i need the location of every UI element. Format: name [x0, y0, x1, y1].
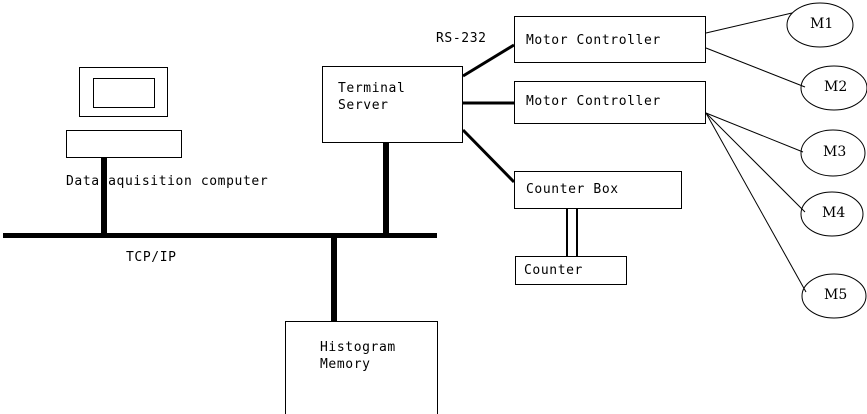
motor-m2-label: M2: [824, 79, 848, 95]
motor-m2-ellipse: [800, 65, 867, 111]
motor-ellipses: [786, 2, 867, 319]
tcpip-bus-label: TCP/IP: [126, 250, 177, 265]
motor-m5-ellipse: [801, 273, 867, 319]
workstation-drop-line: [101, 158, 107, 238]
motor-m1-ellipse: [786, 2, 854, 48]
link-mc2-to-m3: [705, 112, 804, 153]
link-terminal-to-mc1: [462, 43, 515, 78]
motor-m1-label: M1: [810, 16, 834, 32]
motor-m4-label: M4: [822, 205, 846, 221]
counter-box-label: Counter Box: [526, 182, 619, 197]
link-mc2-to-m5: [705, 112, 807, 293]
workstation-monitor-outline: [79, 67, 168, 117]
counter-box: [515, 256, 627, 285]
tcpip-bus-line: [3, 233, 437, 238]
link-lines: [461, 12, 807, 293]
terminal-server-drop-line: [383, 143, 389, 238]
motor-m3-ellipse: [800, 129, 866, 177]
terminal-server-label: Terminal Server: [338, 81, 406, 113]
link-mc1-to-m1: [705, 12, 793, 34]
motor-m5-label: M5: [824, 287, 848, 303]
motor-controller-2-label: Motor Controller: [526, 94, 661, 109]
histogram-memory-box: [285, 321, 438, 414]
counter-label: Counter: [524, 263, 583, 278]
workstation-base: [66, 130, 182, 158]
histogram-memory-drop-line: [331, 238, 337, 322]
link-mc2-to-m4: [705, 112, 806, 213]
terminal-server-box: [322, 66, 463, 143]
counter-box-box: [514, 171, 682, 209]
link-terminal-to-counter-box: [461, 128, 516, 184]
motor-controller-2-box: [514, 81, 706, 124]
motor-controller-1-box: [514, 16, 706, 63]
rs232-label: RS-232: [436, 31, 487, 46]
motor-m4-ellipse: [800, 191, 864, 237]
histogram-memory-label: Histogram Memory: [320, 340, 396, 372]
workstation-screen: [93, 78, 155, 108]
link-mc1-to-m2: [705, 47, 806, 88]
workstation-caption: Data aquisition computer: [66, 174, 269, 189]
motor-controller-1-label: Motor Controller: [526, 33, 661, 48]
motor-m3-label: M3: [823, 144, 847, 160]
